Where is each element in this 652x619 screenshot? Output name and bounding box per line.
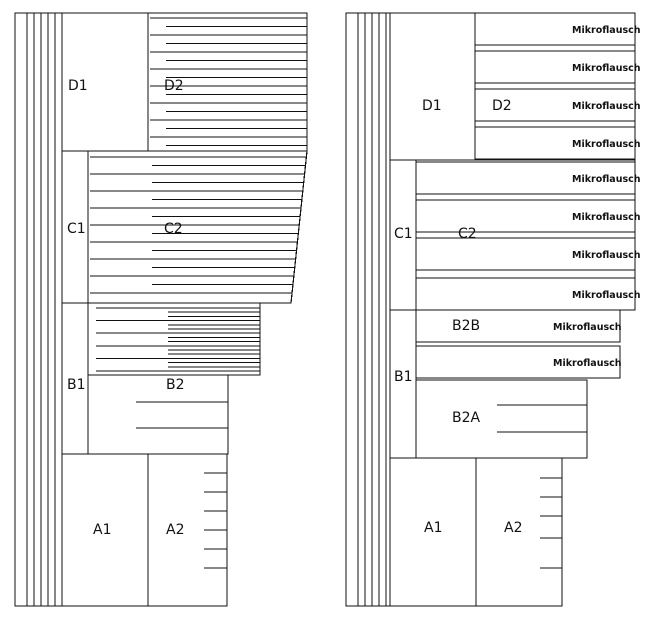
left-block-B1 <box>61 302 89 455</box>
right-label-A2: A2 <box>504 520 522 536</box>
right-strip-frame <box>345 12 391 607</box>
mikroflausch-label: Mikroflausch <box>572 290 641 301</box>
left-label-D2: D2 <box>164 78 184 94</box>
mikroflausch-strips: MikroflauschMikroflauschMikroflauschMikr… <box>415 12 641 379</box>
left-block-A1 <box>61 453 149 607</box>
right-block-B2A <box>415 379 588 459</box>
left-label-B2: B2 <box>166 377 185 393</box>
left-label-C2: C2 <box>164 221 183 237</box>
right-panel: MikroflauschMikroflauschMikroflauschMikr… <box>345 12 641 607</box>
right-block-C1 <box>389 159 417 311</box>
mikroflausch-label: Mikroflausch <box>553 322 622 333</box>
mikroflausch-label: Mikroflausch <box>572 212 641 223</box>
left-strip-frame <box>14 12 63 607</box>
left-edge-strip <box>14 12 63 607</box>
left-label-A2: A2 <box>166 522 184 538</box>
left-d2-hatching <box>150 17 307 146</box>
right-block-A1 <box>389 457 477 607</box>
left-block-B2-lower <box>87 374 229 455</box>
right-block-B1 <box>389 309 417 459</box>
right-a2-ticks <box>540 477 562 569</box>
mikroflausch-label: Mikroflausch <box>572 63 641 74</box>
right-block-A2 <box>475 457 563 607</box>
right-label-B2A: B2A <box>452 410 481 426</box>
right-label-D1: D1 <box>422 98 442 114</box>
left-block-B2-upper <box>87 302 261 376</box>
mikroflausch-label: Mikroflausch <box>553 358 622 369</box>
left-c2-hatching <box>90 156 307 294</box>
right-label-D2: D2 <box>492 98 512 114</box>
mikroflausch-strip <box>415 161 636 195</box>
mikroflausch-strip <box>474 126 636 160</box>
left-label-A1: A1 <box>93 522 111 538</box>
right-label-A1: A1 <box>424 520 442 536</box>
left-b2-hatching <box>96 307 260 429</box>
left-label-D1: D1 <box>68 78 88 94</box>
right-edge-strip <box>345 12 391 607</box>
left-label-C1: C1 <box>67 221 86 237</box>
left-panel: D1 D2 C1 C2 B1 B2 A1 A2 <box>14 12 308 607</box>
right-label-C2: C2 <box>458 226 477 242</box>
mikroflausch-strip <box>415 309 621 343</box>
mikroflausch-label: Mikroflausch <box>572 174 641 185</box>
left-a2-ticks <box>204 472 227 569</box>
right-block-D1 <box>389 12 476 161</box>
right-label-B2B: B2B <box>452 318 480 334</box>
mikroflausch-label: Mikroflausch <box>572 139 641 150</box>
mikroflausch-strip <box>415 237 636 271</box>
left-block-C2 <box>87 150 308 304</box>
mikroflausch-label: Mikroflausch <box>572 250 641 261</box>
right-label-B1: B1 <box>394 369 413 385</box>
right-label-C1: C1 <box>394 226 413 242</box>
mikroflausch-label: Mikroflausch <box>572 101 641 112</box>
mikroflausch-strip <box>474 50 636 84</box>
mikroflausch-strip <box>415 277 636 311</box>
mikroflausch-strip <box>415 199 636 233</box>
mikroflausch-label: Mikroflausch <box>572 25 641 36</box>
mikroflausch-strip <box>474 88 636 122</box>
mikroflausch-strip <box>474 12 636 46</box>
left-label-B1: B1 <box>67 377 86 393</box>
mikroflausch-strip <box>415 345 621 379</box>
